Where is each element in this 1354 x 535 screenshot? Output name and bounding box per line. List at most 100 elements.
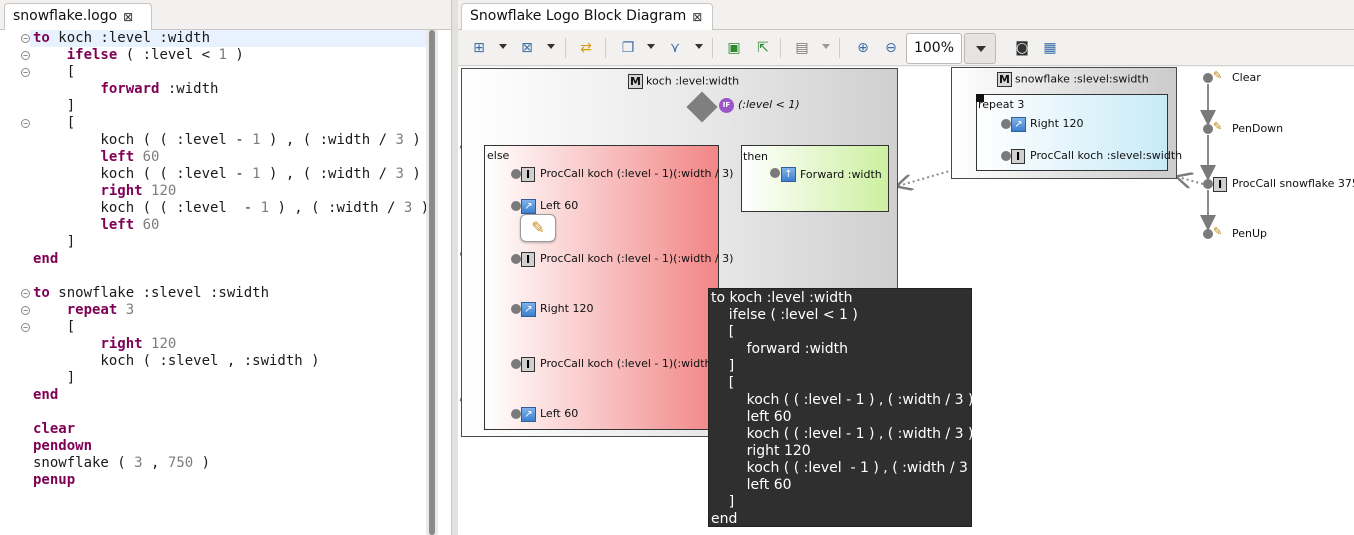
- tooltip-line: to koch :level :width: [711, 290, 853, 306]
- code-keyword: right: [100, 336, 143, 352]
- toolbar-separator: [712, 38, 713, 58]
- code-line: pendown: [33, 438, 92, 455]
- code-line: left 60: [33, 149, 159, 166]
- camera-icon[interactable]: ◙: [1015, 40, 1029, 56]
- code-line: koch ( ( :level - 1 ) , ( :width / 3 ) ): [33, 166, 426, 183]
- tooltip-line: right 120: [711, 443, 811, 459]
- import-icon[interactable]: ⇱: [757, 40, 769, 56]
- code-line: koch ( :slevel , :swidth ): [33, 353, 320, 370]
- tooltip-line: ]: [711, 494, 735, 510]
- close-icon[interactable]: ⊠: [692, 10, 703, 24]
- else-node[interactable]: Right 120: [540, 302, 594, 315]
- then-branch-block[interactable]: then: [741, 145, 889, 212]
- zoom-level-field[interactable]: 100%: [906, 33, 962, 64]
- proc-call-icon: I: [521, 252, 535, 267]
- koch-procedure-label: koch :level:width: [646, 74, 740, 88]
- fold-toggle-icon[interactable]: −: [21, 68, 30, 77]
- chevron-down-icon[interactable]: [822, 44, 830, 49]
- main-flow-node[interactable]: ProcCall snowflake 3750: [1232, 177, 1354, 190]
- turtle-turn-icon: ↗: [521, 407, 536, 422]
- code-line: koch ( ( :level - 1 ) , ( :width / 3 ) ): [33, 132, 426, 149]
- chevron-down-icon[interactable]: [547, 44, 555, 49]
- code-line: to snowflake :slevel :swidth: [33, 285, 269, 302]
- select-icon[interactable]: ⊠: [521, 40, 533, 56]
- fold-toggle-icon[interactable]: −: [21, 51, 30, 60]
- tooltip-line: koch ( ( :level - 1 ) , ( :width / 3 ) ): [711, 426, 984, 442]
- export-icon[interactable]: ▣: [727, 40, 741, 56]
- code-line: ifelse ( :level < 1 ): [33, 47, 244, 64]
- code-keyword: penup: [33, 472, 76, 488]
- fold-toggle-icon[interactable]: −: [21, 323, 30, 332]
- code-number: 750: [167, 455, 194, 471]
- else-node[interactable]: Left 60: [540, 407, 579, 420]
- else-branch-block[interactable]: else: [484, 145, 719, 430]
- chevron-down-icon[interactable]: [647, 44, 655, 49]
- pane-splitter[interactable]: [452, 0, 458, 535]
- editor-tab[interactable]: snowflake.logo⊠: [4, 3, 152, 30]
- code-number: 120: [151, 336, 177, 352]
- fold-toggle-icon[interactable]: −: [21, 34, 30, 43]
- code-number: 1: [252, 166, 261, 182]
- editor-scrollbar-thumb[interactable]: [429, 30, 435, 535]
- else-node[interactable]: ProcCall koch (:level - 1)(:width / 3): [540, 357, 734, 370]
- main-flow-node[interactable]: Clear: [1232, 71, 1261, 84]
- code-text: koch ( ( :level -: [33, 200, 261, 216]
- code-line: koch ( ( :level - 1 ) , ( :width / 3 ) ): [33, 200, 426, 217]
- zoom-in-icon[interactable]: ⊕: [857, 40, 869, 56]
- refresh-icon[interactable]: ⇄: [580, 40, 592, 56]
- zoom-out-icon[interactable]: ⊖: [885, 40, 897, 56]
- chevron-down-icon[interactable]: [499, 44, 507, 49]
- code-line: end: [33, 251, 58, 268]
- then-node-port: [770, 168, 780, 178]
- else-node[interactable]: ProcCall koch (:level - 1)(:width / 3): [540, 252, 734, 265]
- code-text: koch :level :width: [49, 30, 211, 46]
- fold-toggle-icon[interactable]: −: [21, 289, 30, 298]
- code-line: [: [33, 64, 75, 81]
- fold-toggle-icon[interactable]: −: [21, 119, 30, 128]
- pen-icon: ✎: [1213, 120, 1223, 133]
- method-badge: M: [997, 72, 1012, 87]
- fold-toggle-icon[interactable]: −: [21, 306, 30, 315]
- chevron-down-icon[interactable]: [695, 44, 703, 49]
- code-line: ]: [33, 370, 75, 387]
- code-text: koch ( :slevel , :swidth ): [33, 353, 320, 369]
- editor-pane: snowflake.logo⊠ −−−−−−− to koch :level :…: [0, 0, 452, 535]
- repeat-label: repeat 3: [978, 98, 1025, 111]
- code-text: :width: [159, 81, 219, 97]
- zoom-dropdown-button[interactable]: [964, 33, 996, 64]
- copy-icon[interactable]: ❐: [621, 40, 635, 56]
- clipboard-icon[interactable]: ▤: [795, 40, 809, 56]
- editor-scrollbar[interactable]: [426, 30, 438, 535]
- toolbar-separator: [565, 38, 566, 58]
- then-node-forward[interactable]: Forward :width: [800, 168, 882, 181]
- filter-icon[interactable]: ⋎: [669, 40, 681, 56]
- snapshot-icon[interactable]: ▦: [1043, 40, 1057, 56]
- edit-pencil-icon[interactable]: ✎: [520, 214, 556, 242]
- layout-icon[interactable]: ⊞: [473, 40, 485, 56]
- repeat-node[interactable]: ProcCall koch :slevel:swidth: [1030, 149, 1183, 162]
- main-flow-node[interactable]: PenUp: [1232, 227, 1268, 240]
- code-editor[interactable]: −−−−−−− to koch :level :width ifelse ( :…: [0, 30, 426, 535]
- code-text: koch ( ( :level -: [33, 132, 253, 148]
- close-icon[interactable]: ⊠: [123, 10, 134, 24]
- code-line: snowflake ( 3 , 750 ): [33, 455, 210, 472]
- node-port: [511, 304, 521, 314]
- forward-arrow-icon: ↑: [781, 167, 796, 182]
- node-port: [1203, 73, 1213, 83]
- tooltip-line: forward :width: [711, 341, 849, 357]
- else-node[interactable]: Left 60: [540, 199, 579, 212]
- code-text: ) ): [412, 200, 426, 216]
- code-line: penup: [33, 472, 75, 489]
- code-text: [33, 149, 100, 165]
- repeat-node[interactable]: Right 120: [1030, 117, 1084, 130]
- method-badge: M: [628, 74, 643, 89]
- code-line: left 60: [33, 217, 159, 234]
- diagram-tab[interactable]: Snowflake Logo Block Diagram⊠: [461, 3, 713, 30]
- main-flow-node[interactable]: PenDown: [1232, 122, 1284, 135]
- pen-icon: ✎: [1213, 69, 1223, 82]
- else-node[interactable]: ProcCall koch (:level - 1)(:width / 3): [540, 167, 734, 180]
- toolbar-separator: [605, 38, 606, 58]
- code-number: 1: [260, 200, 270, 216]
